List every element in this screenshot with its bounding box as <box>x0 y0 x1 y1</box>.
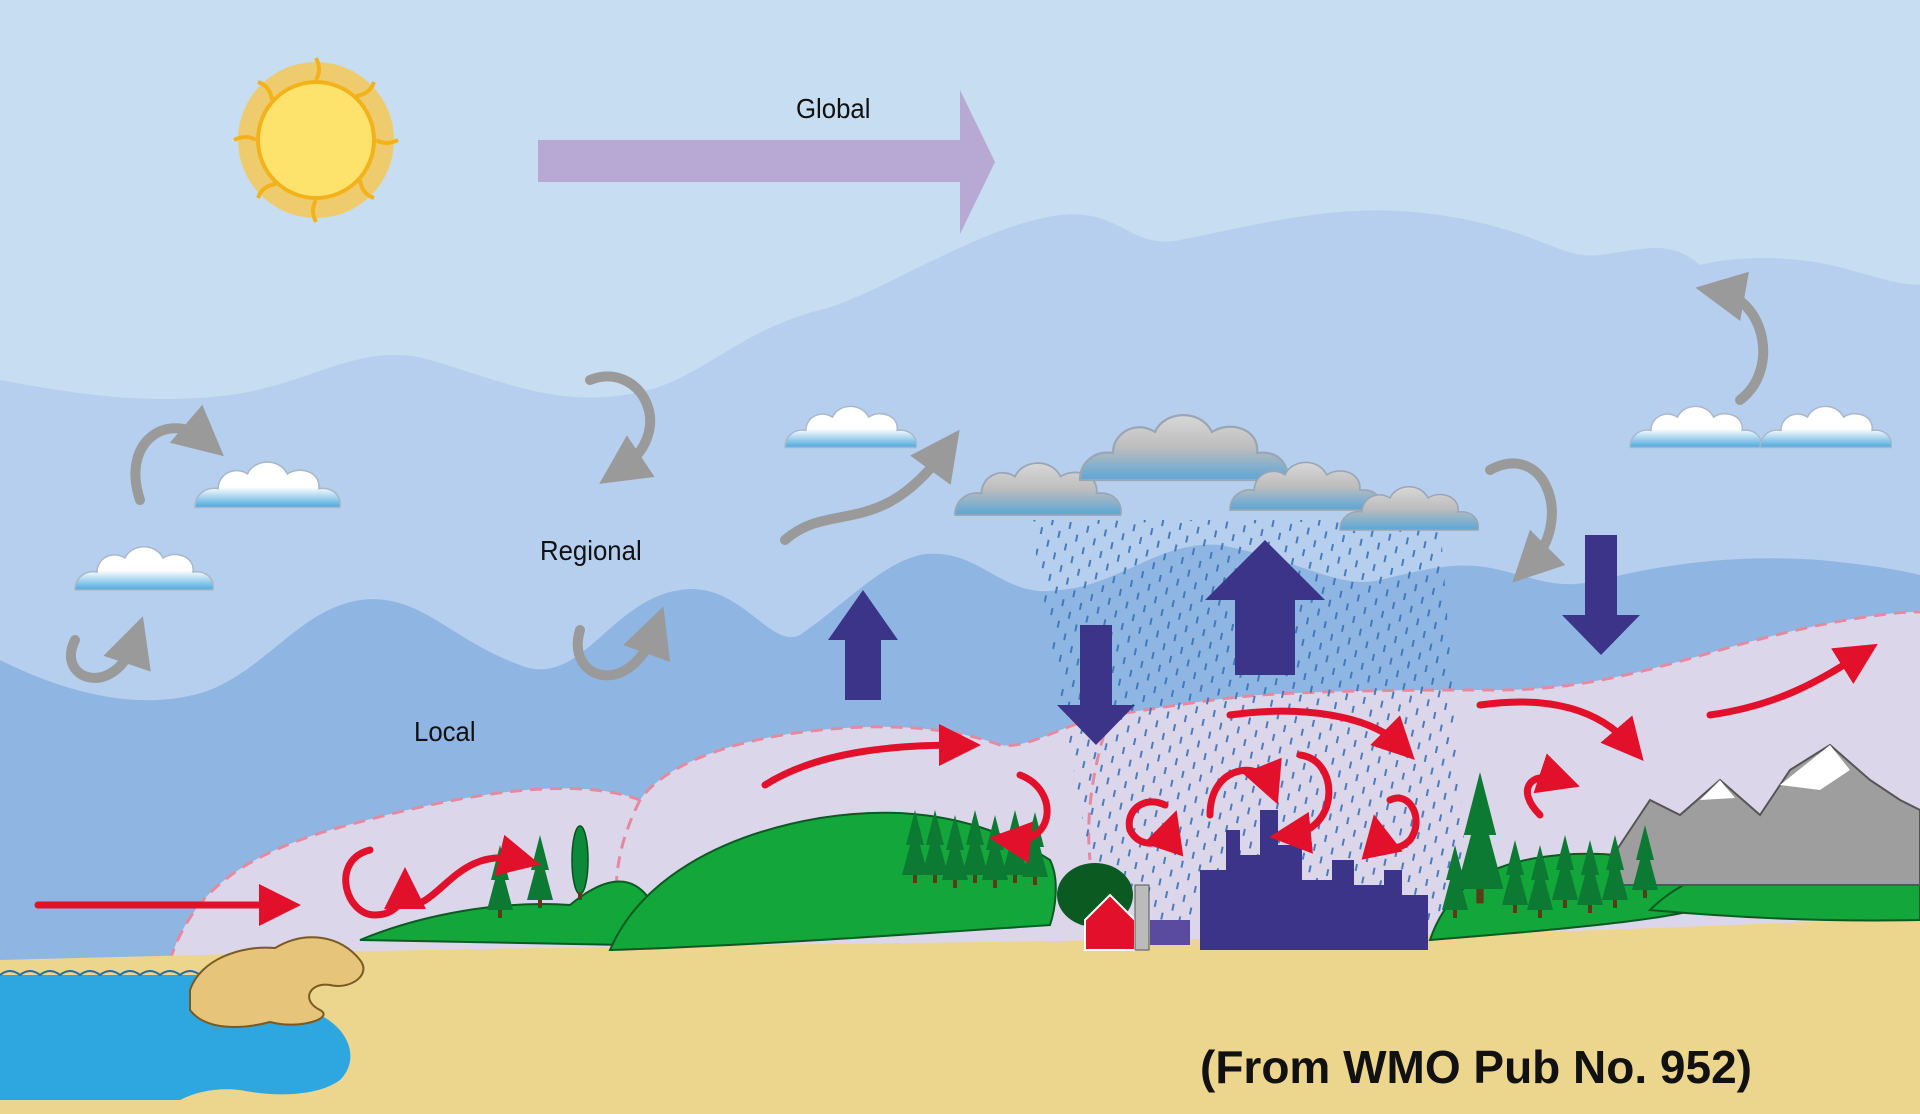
global-arrow <box>538 90 995 234</box>
down-arrow <box>1057 625 1135 745</box>
hill <box>359 880 652 947</box>
up-arrow <box>1205 540 1325 675</box>
ground <box>0 918 1920 1114</box>
sun-icon <box>233 57 399 223</box>
red-arrows <box>34 643 1878 926</box>
gray-arrows <box>66 271 1769 683</box>
source-credit: (From WMO Pub No. 952) <box>1200 1041 1752 1093</box>
local-label: Local <box>414 716 476 747</box>
global-label: Global <box>796 93 871 124</box>
farm-icon <box>1057 863 1190 951</box>
boundary-layer-edge <box>168 610 1920 961</box>
regional-label: Regional <box>540 535 642 566</box>
rain <box>1030 520 1470 920</box>
up-arrow <box>828 590 898 700</box>
hill <box>608 811 1057 952</box>
down-arrow <box>1562 535 1640 655</box>
island-icon <box>189 936 365 1028</box>
